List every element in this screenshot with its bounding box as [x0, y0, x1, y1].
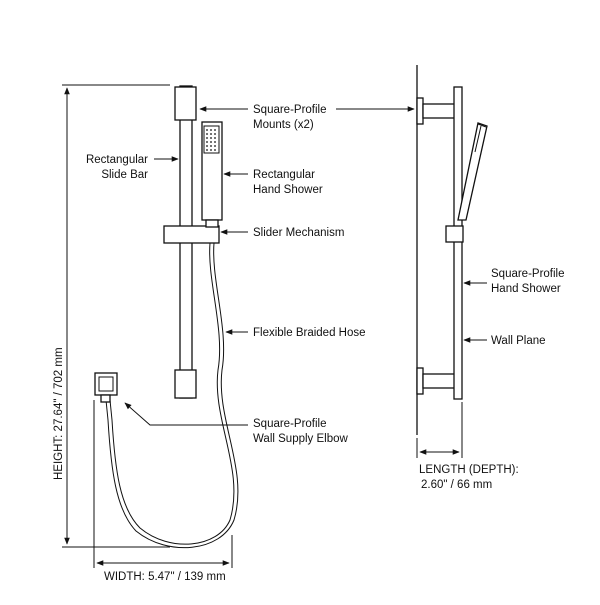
side-hand-shower [457, 122, 488, 221]
side-bottom-mount [416, 367, 424, 395]
slider-label: Slider Mechanism [253, 227, 344, 239]
width-dimension: WIDTH: 5.47" / 139 mm [93, 400, 233, 583]
braided-hose [105, 242, 239, 549]
hand-shower-label-1: Rectangular [253, 169, 315, 181]
side-hand-shower-label-2: Hand Shower [491, 283, 561, 295]
top-mount [174, 86, 197, 121]
slider-mechanism [163, 225, 220, 244]
hand-shower-label-2: Hand Shower [253, 184, 323, 196]
height-label: HEIGHT: 27.64" / 702 mm [53, 347, 65, 480]
hand-shower-face [203, 125, 220, 154]
side-slide-bar [453, 86, 463, 400]
bottom-mount [174, 369, 197, 399]
side-leaders [336, 106, 487, 343]
hand-shower-connector [205, 219, 219, 228]
slide-bar-label-2: Slide Bar [101, 169, 148, 181]
front-leaders [124, 106, 248, 426]
front-view [94, 85, 239, 549]
wall-plane-label: Wall Plane [491, 335, 546, 347]
elbow-label-2: Wall Supply Elbow [253, 433, 349, 445]
slide-bar-label-1: Rectangular [86, 154, 148, 166]
side-hand-shower-label-1: Square-Profile [491, 268, 565, 280]
mounts-label-2: Mounts (x2) [253, 119, 314, 131]
wall-supply-elbow [94, 372, 118, 396]
depth-label-1: LENGTH (DEPTH): [419, 464, 519, 476]
elbow-inner [98, 376, 114, 392]
spray-nozzles [206, 129, 216, 151]
elbow-label-1: Square-Profile [253, 418, 327, 430]
side-view [416, 65, 488, 435]
height-dimension: HEIGHT: 27.64" / 702 mm [53, 84, 170, 548]
hose-label: Flexible Braided Hose [253, 327, 366, 339]
depth-dimension: LENGTH (DEPTH): 2.60" / 66 mm [416, 402, 519, 491]
mounts-label-1: Square-Profile [253, 104, 327, 116]
depth-label-2: 2.60" / 66 mm [421, 479, 492, 491]
side-slider [445, 225, 464, 243]
elbow-outlet [100, 394, 111, 403]
side-top-mount [416, 97, 424, 125]
width-label: WIDTH: 5.47" / 139 mm [104, 571, 226, 583]
